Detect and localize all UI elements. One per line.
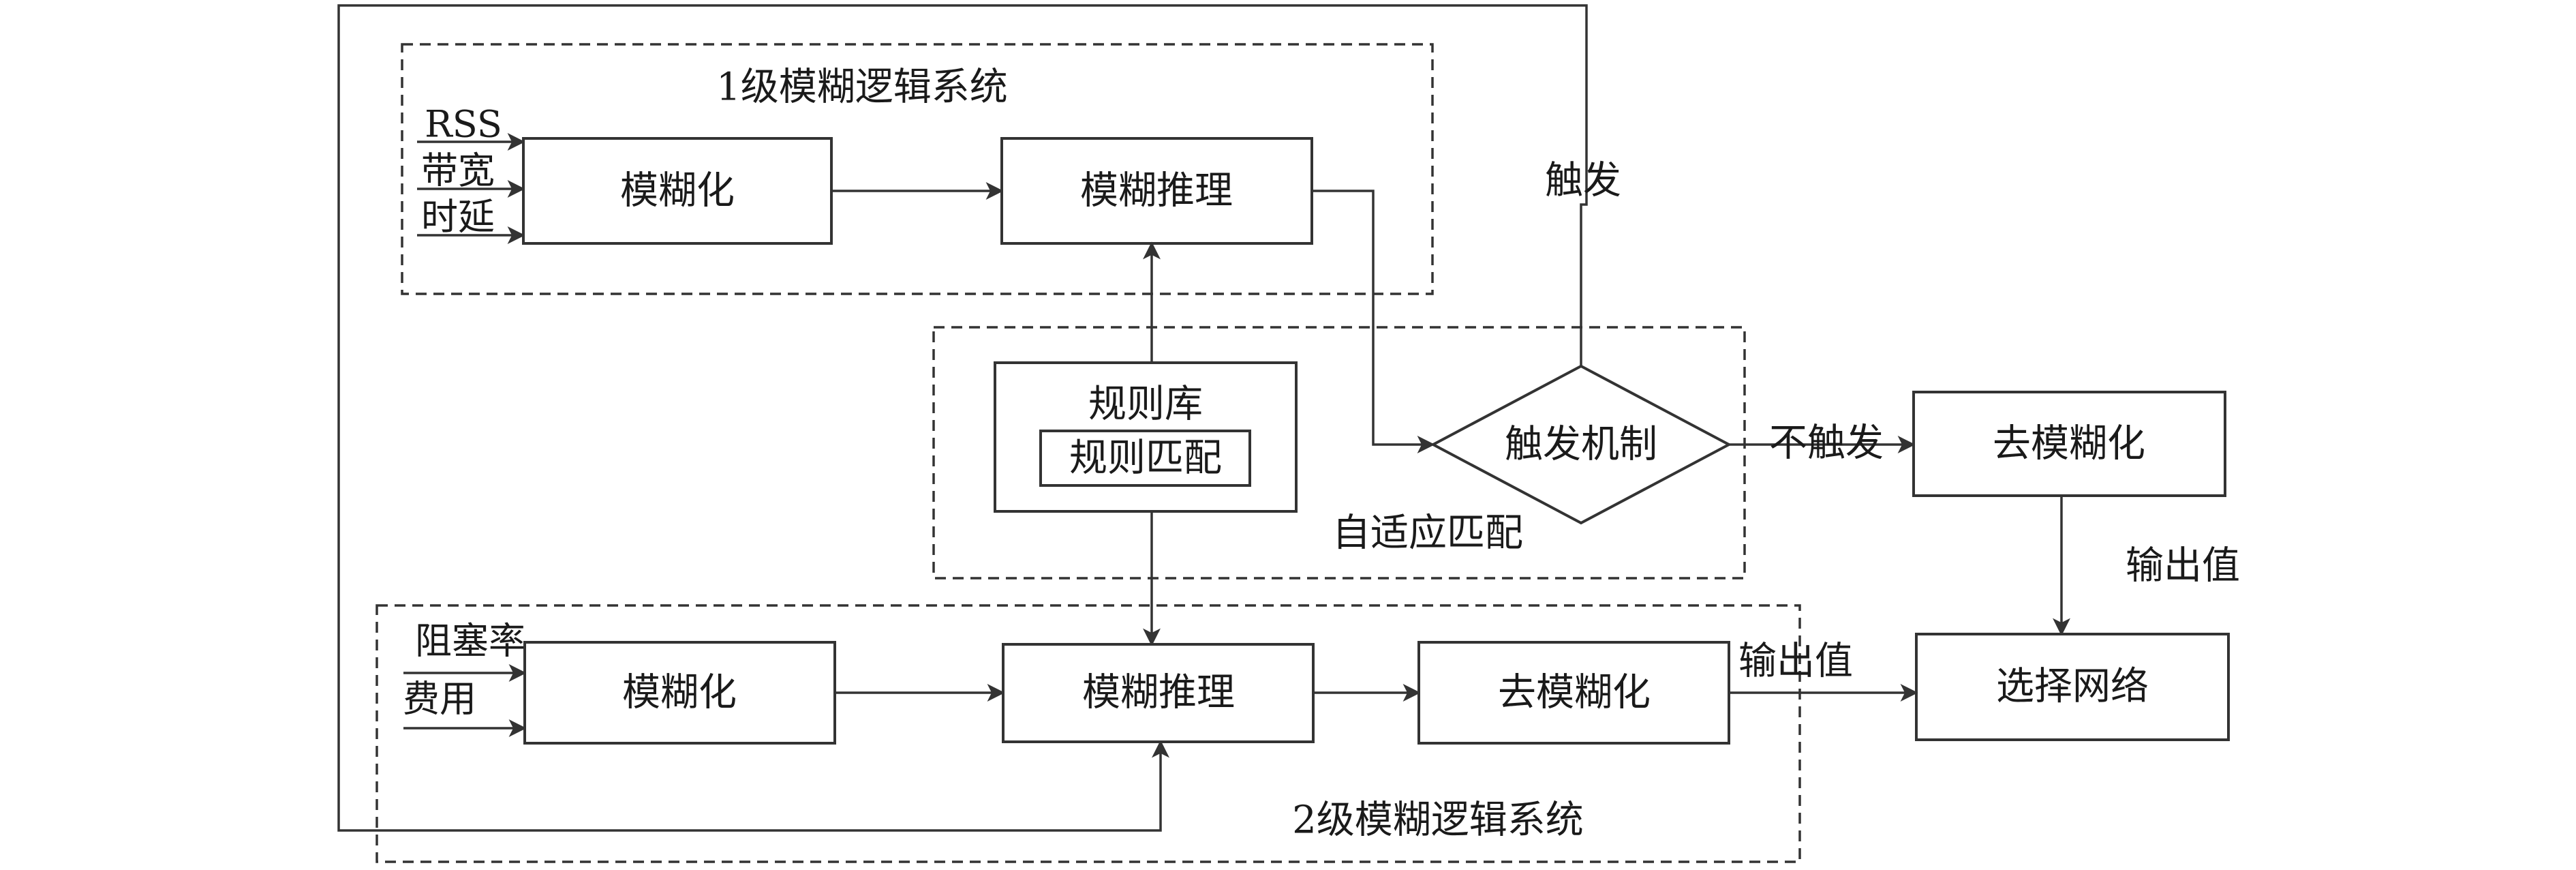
input-label-bandwidth: 带宽 bbox=[421, 149, 495, 192]
subsystem2-title: 2级模糊逻辑系统 bbox=[1292, 798, 1584, 843]
subsystem2-fuzzify-label: 模糊化 bbox=[622, 671, 737, 715]
subsystem2-output-value-label: 输出值 bbox=[1738, 640, 1853, 684]
subsystem1-fuzzify-label: 模糊化 bbox=[620, 169, 735, 213]
subsystem2-defuzzify-label: 去模糊化 bbox=[1498, 671, 1651, 715]
input-label-cost: 费用 bbox=[403, 678, 476, 721]
right-defuzzify-box bbox=[1912, 391, 2226, 497]
subsystem1-fuzzify-box bbox=[522, 137, 833, 245]
no-trigger-label: 不触发 bbox=[1769, 421, 1884, 466]
subsystem1-title: 1级模糊逻辑系统 bbox=[716, 65, 1008, 110]
rule-base-label: 规则库 bbox=[1088, 382, 1203, 427]
select-network-label: 选择网络 bbox=[1996, 665, 2149, 709]
adaptive-title: 自适应匹配 bbox=[1332, 511, 1523, 556]
subsystem2-fuzzify-box bbox=[523, 641, 836, 745]
input-label-delay: 时延 bbox=[421, 196, 495, 239]
subsystem2-inference-label: 模糊推理 bbox=[1082, 671, 1235, 715]
subsystem1-inference-label: 模糊推理 bbox=[1080, 169, 1233, 213]
trigger-mechanism-label: 触发机制 bbox=[1505, 423, 1657, 467]
input-label-rss: RSS bbox=[425, 103, 502, 146]
subsystem1-frame bbox=[401, 43, 1434, 295]
subsystem2-inference-box bbox=[1002, 643, 1315, 743]
right-output-value-label: 输出值 bbox=[2126, 544, 2240, 588]
right-defuzzify-label: 去模糊化 bbox=[1993, 422, 2145, 466]
trigger-feedback-loop bbox=[337, 4, 1588, 832]
trigger-label: 触发 bbox=[1545, 159, 1621, 203]
rule-match-label: 规则匹配 bbox=[1069, 436, 1222, 481]
input-label-blocking-rate: 阻塞率 bbox=[415, 620, 525, 663]
rule-match-box bbox=[1039, 430, 1251, 487]
arrow-inference-1-to-trigger bbox=[1312, 190, 1435, 453]
subsystem2-frame bbox=[375, 604, 1801, 863]
